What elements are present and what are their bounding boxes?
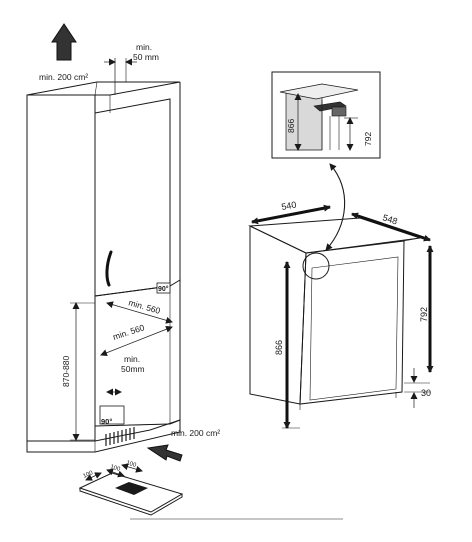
plinth-dim-a-label: 100	[82, 470, 94, 480]
top-gap-label-line2: 50 mm	[133, 52, 159, 62]
appliance-width-dimension	[251, 204, 331, 225]
angle-bottom-label: 90°	[101, 417, 112, 426]
detail-pointer-arrow	[325, 163, 346, 251]
niche-depth-mid-label: min. 560	[112, 322, 146, 342]
detail-height-body-label: 792	[363, 132, 373, 146]
bottom-airflow-arrow	[146, 444, 183, 462]
niche-depth-top-dimension	[106, 301, 173, 324]
detail-height-total-label: 866	[286, 119, 296, 133]
door-handle-icon	[105, 250, 113, 287]
niche-depth-mid-dimension	[100, 325, 173, 357]
appliance-drawing: 540 548 866 792 30	[248, 200, 434, 429]
angle-top-label: 90°	[158, 285, 169, 293]
plinth-dim-c-label: 100	[125, 460, 137, 469]
niche-floor	[94, 419, 181, 442]
rear-gap-label-line1: min.	[124, 354, 140, 364]
plinth-cutout	[115, 482, 148, 495]
foot-height-label: 30	[421, 388, 431, 398]
top-airflow-arrow	[51, 23, 77, 61]
niche-height-label: 870-880	[61, 356, 71, 387]
bottom-vent-area-label: min. 200 cm²	[171, 428, 220, 438]
plinth-vent-slots	[105, 427, 135, 446]
bottom-vent-grille-icon	[99, 405, 125, 425]
cabinet-drawing: min. 200 cm² min. 50 mm 870-880 90° 90° …	[26, 23, 220, 462]
plinth-cutout-drawing: 100 100 100	[78, 460, 343, 520]
appliance-width-label: 540	[281, 200, 298, 212]
appliance-depth-dimension	[351, 212, 431, 242]
plinth-dim-b-label: 100	[109, 464, 121, 473]
cabinet-top-face	[26, 81, 181, 96]
appliance-left-side	[249, 225, 307, 405]
appliance-height-total-label: 866	[274, 340, 284, 355]
appliance-height-body-label: 792	[419, 307, 429, 322]
niche-depth-top-label: min. 560	[127, 297, 161, 316]
top-gap-label-line1: min.	[136, 42, 152, 52]
top-vent-grille-icon	[156, 282, 171, 294]
appliance-depth-label: 548	[381, 212, 398, 226]
mounting-detail-inset: 866 792	[271, 71, 381, 159]
appliance-front	[299, 240, 405, 405]
cabinet-side-panel	[26, 94, 96, 442]
hinge-detail-circle	[302, 252, 330, 280]
rear-gap-label-line2: 50mm	[121, 364, 145, 374]
top-vent-area-label: min. 200 cm²	[39, 72, 88, 82]
plinth-board-edge	[79, 488, 183, 516]
